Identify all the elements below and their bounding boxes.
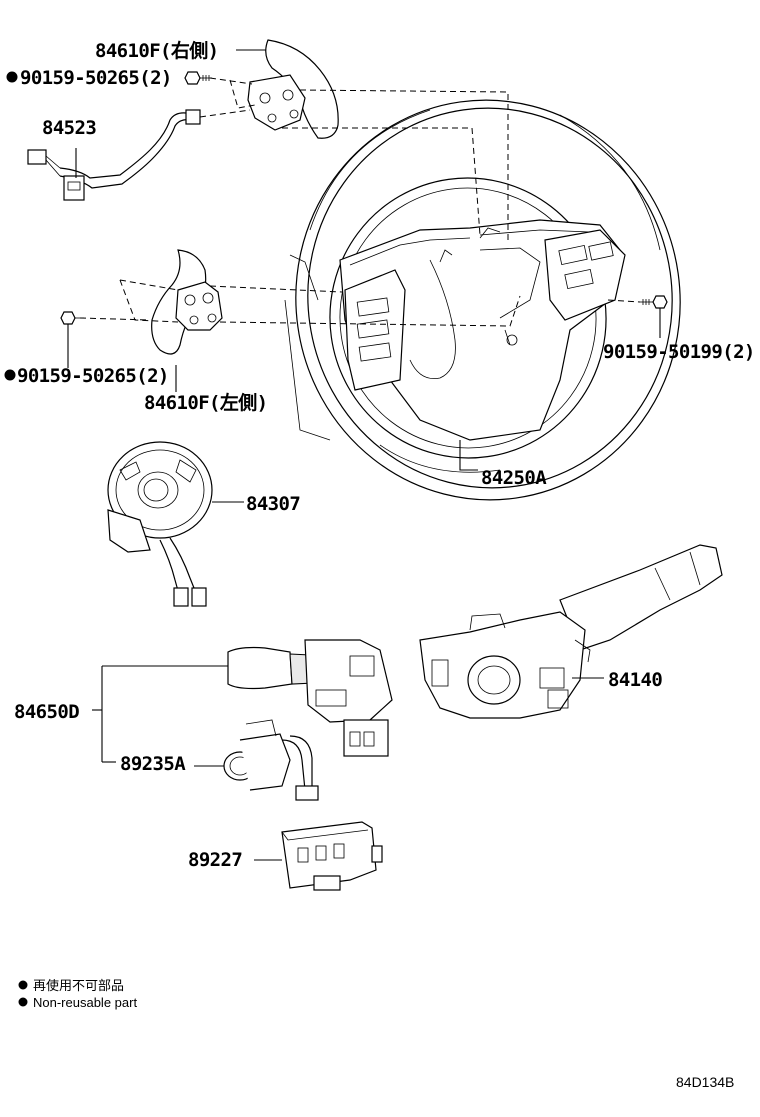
non-reusable-dot — [6, 71, 18, 83]
module-89227-illustration — [254, 821, 383, 891]
bolt-right-illustration — [607, 295, 668, 338]
label-bolt-top: 90159-50265(2) — [20, 67, 172, 89]
harness-illustration — [27, 109, 201, 201]
combination-switch-illustration — [419, 544, 723, 719]
diagram-code: 84D134B — [676, 1074, 734, 1090]
label-bolt-right: 90159-50199(2) — [603, 341, 755, 363]
legend-dot-jp — [18, 980, 28, 990]
spiral-cable-illustration — [107, 441, 244, 607]
label-steering-wheel: 84250A — [481, 467, 547, 489]
non-reusable-dot — [4, 369, 16, 381]
label-bracket — [92, 665, 228, 767]
label-switch-89235a: 89235A — [120, 753, 186, 775]
label-module-89227: 89227 — [188, 849, 242, 871]
paddle-right-illustration — [199, 39, 509, 240]
label-bolt-left: 90159-50265(2) — [17, 365, 169, 387]
legend-dot-en — [18, 997, 28, 1007]
switch-89235a-illustration — [223, 719, 319, 801]
wiper-switch-illustration — [227, 639, 393, 757]
label-paddle-right: 84610F(右側) — [95, 39, 219, 62]
label-wiper-switch: 84650D — [14, 701, 79, 723]
label-harness: 84523 — [42, 117, 96, 139]
steering-wheel-illustration — [284, 99, 681, 501]
legend-en: Non-reusable part — [33, 995, 137, 1010]
label-spiral-cable: 84307 — [246, 493, 300, 515]
legend-jp: 再使用不可部品 — [33, 978, 124, 993]
bolt-top-illustration — [184, 71, 212, 85]
label-paddle-left: 84610F(左側) — [144, 391, 268, 414]
label-combination-switch: 84140 — [608, 669, 662, 691]
paddle-left-illustration — [79, 249, 521, 392]
bolt-left-illustration — [60, 311, 84, 368]
